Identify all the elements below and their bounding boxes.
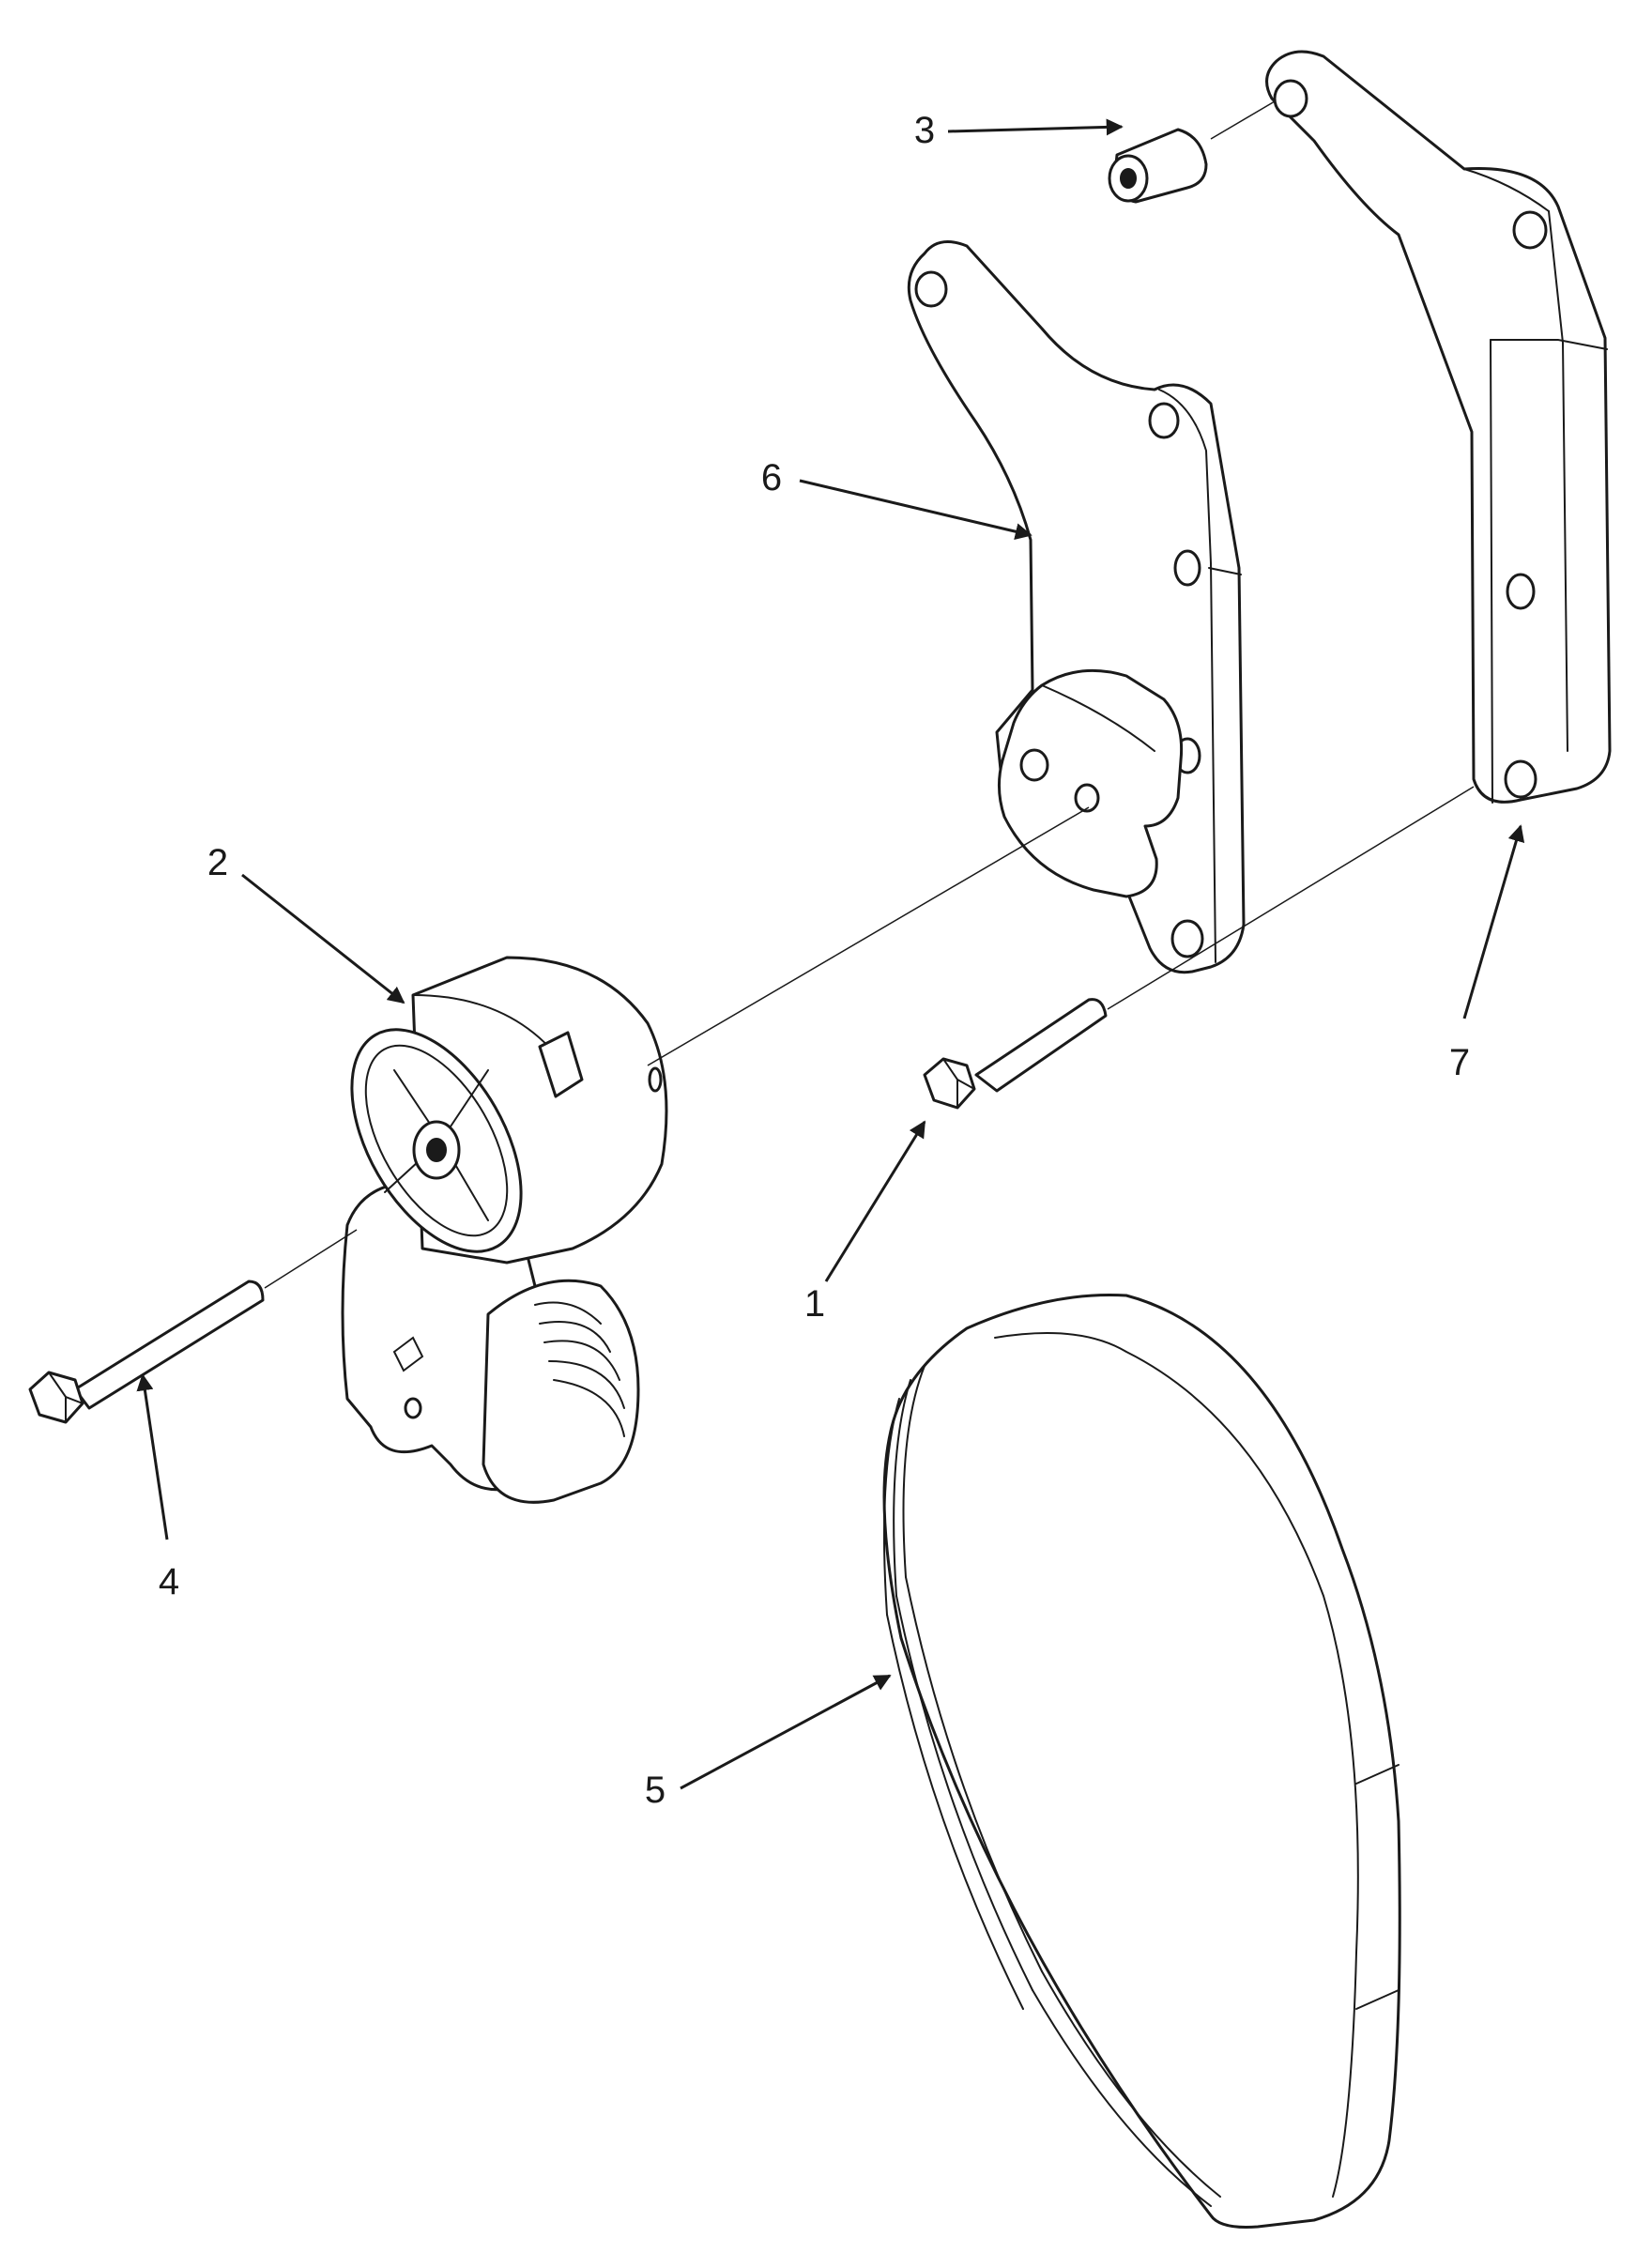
- callout-5: 5: [645, 1770, 665, 1811]
- callout-6: 6: [761, 457, 782, 498]
- assembly-axis-lines: [264, 100, 1475, 1289]
- callout-labels: 1 2 3 4 5 6 7: [159, 110, 1470, 1811]
- part-3-spacer: [1108, 128, 1208, 204]
- leader-6: [799, 479, 1032, 541]
- leader-1: [824, 1120, 926, 1282]
- part-5-belt: [882, 1293, 1401, 2229]
- part-4-long-bolt: [28, 1280, 265, 1424]
- part-2-tensioner: [341, 956, 668, 1504]
- callout-4: 4: [159, 1561, 179, 1602]
- leader-4: [136, 1373, 169, 1540]
- callout-2: 2: [207, 842, 228, 883]
- callout-leaders: [136, 118, 1525, 1790]
- callout-1: 1: [804, 1283, 825, 1325]
- callout-3: 3: [914, 110, 935, 151]
- part-7-rear-bracket: [1265, 50, 1612, 804]
- part-1-bolt: [923, 998, 1108, 1110]
- leader-5: [680, 1674, 892, 1790]
- leader-3: [947, 118, 1124, 136]
- leader-7: [1462, 824, 1525, 1019]
- callout-7: 7: [1449, 1042, 1470, 1083]
- leader-2: [241, 873, 405, 1004]
- part-6-front-bracket: [907, 240, 1246, 974]
